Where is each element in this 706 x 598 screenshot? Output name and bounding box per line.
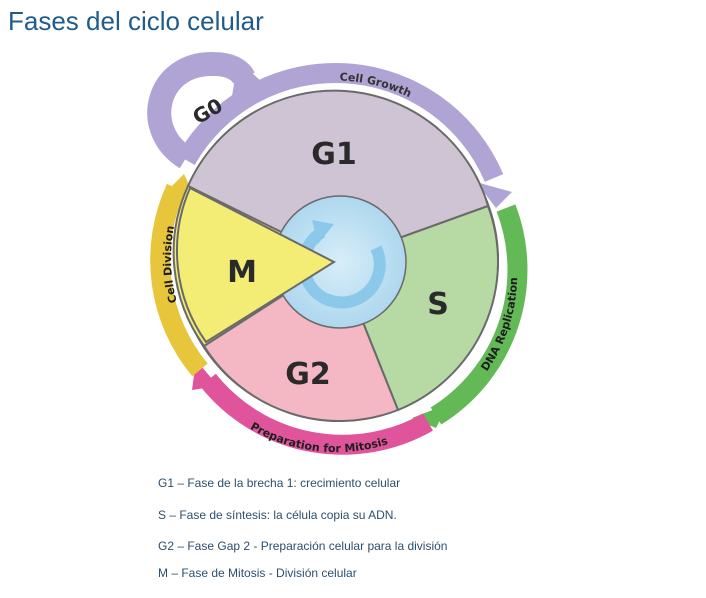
dna-replication-arc [412,204,528,428]
legend-item-g2: G2 – Fase Gap 2 - Preparación celular pa… [158,539,448,553]
g1-label: G1 [311,137,357,172]
m-wedge [176,186,337,344]
m-label: M [227,255,257,290]
page-title: Fases del ciclo celular [8,6,264,36]
cell-cycle-diagram: G1 S G2 M G0 Cell Growth DNA Replication… [147,52,528,455]
legend-item-m: M – Fase de Mitosis - División celular [158,566,357,580]
cell-growth-arc [177,62,512,208]
g2-label: G2 [285,357,331,392]
g0-loop-arrow [147,52,264,169]
legend-item-g1: G1 – Fase de la brecha 1: crecimiento ce… [158,476,401,490]
s-label: S [427,287,449,322]
g1-sector [186,89,490,262]
legend-item-s: S – Fase de síntesis: la célula copia su… [158,508,397,522]
